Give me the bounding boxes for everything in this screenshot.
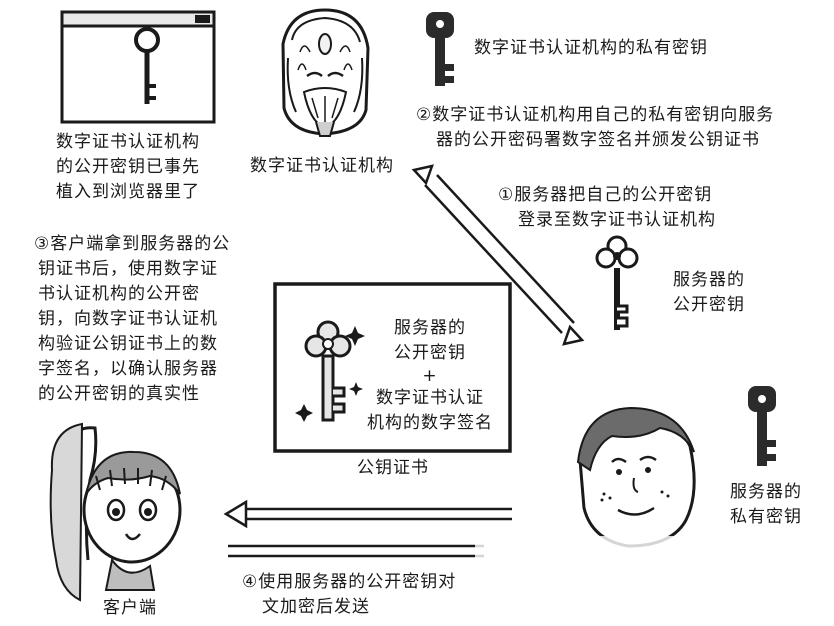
note-line: 书认证机构的公开密 [38, 284, 200, 304]
certificate-frame [273, 282, 512, 453]
client-girl-illustration [49, 422, 182, 602]
ca-private-key-label: 数字证书认证机构的私有密钥 [474, 38, 708, 58]
key-icon [748, 386, 776, 466]
note-line: 服务器的 [730, 482, 802, 502]
server-person-illustration [576, 406, 696, 548]
browser-preinstalled-note: 数字证书认证机构 的公开密钥已事先 植入到浏览器里了 [56, 130, 200, 205]
arrow-server-to-client [223, 499, 512, 529]
note-line: ①服务器把自己的公开密钥 [498, 185, 713, 205]
step3-text: ③客户端拿到服务器的公 钥证书后，使用数字证 书认证机构的公开密 钥，向数字证书… [34, 232, 230, 407]
cert-line: 服务器的 [394, 318, 466, 338]
note-line: 的公开密钥已事先 [56, 157, 200, 177]
arrow-client-to-server [228, 544, 484, 558]
note-line: 字签名，以确认服务器 [38, 359, 218, 379]
key-icon [426, 12, 454, 86]
cert-line: 公开密钥 [394, 343, 466, 363]
note-line: ③客户端拿到服务器的公 [34, 234, 231, 254]
key-icon [304, 320, 352, 422]
note-line: 公开密钥 [673, 295, 745, 315]
cert-plus: + [422, 366, 438, 386]
certificate-content: 服务器的 公开密钥 + 数字证书认证 机构的数字签名 [360, 316, 500, 436]
key-icon [595, 235, 639, 330]
note-line: 构验证公钥证书上的数 [38, 334, 218, 354]
step4-text: ④使用服务器的公开密钥对 文加密后发送 [242, 570, 456, 620]
note-line: 登录至数字证书认证机构 [518, 210, 716, 230]
sparkle-icon [295, 326, 365, 422]
note-line: 钥证书后，使用数字证 [38, 259, 218, 279]
cert-line: 数字证书认证 [376, 388, 484, 408]
step2-text: ②数字证书认证机构用自己的私有密钥向服务 器的公开密码署数字签名并颁发公钥证书 [416, 103, 774, 153]
note-line: ④使用服务器的公开密钥对 [242, 572, 457, 592]
note-line: 文加密后发送 [262, 597, 370, 617]
note-line: 的公开密钥的真实性 [38, 384, 200, 404]
cert-line: 机构的数字签名 [367, 413, 493, 433]
ca-wizard-illustration [281, 8, 370, 137]
note-line: 器的公开密码署数字签名并颁发公钥证书 [436, 130, 760, 150]
note-line: 数字证书认证机构 [56, 132, 200, 152]
faded-overlay [475, 536, 834, 626]
server-private-key-label: 服务器的 私有密钥 [716, 480, 816, 530]
browser-window-icon [60, 10, 216, 124]
server-public-key-label: 服务器的 公开密钥 [654, 268, 764, 318]
note-line: ②数字证书认证机构用自己的私有密钥向服务 [416, 105, 775, 125]
note-line: 植入到浏览器里了 [56, 182, 200, 202]
note-line: 私有密钥 [730, 507, 802, 527]
ca-label: 数字证书认证机构 [250, 156, 394, 176]
client-label: 客户端 [103, 598, 157, 618]
note-line: 服务器的 [673, 270, 745, 290]
certificate-caption: 公钥证书 [357, 458, 429, 478]
key-icon [134, 27, 160, 104]
arrow-ca-server [411, 164, 585, 346]
note-line: 钥，向数字证书认证机 [38, 309, 218, 329]
step1-text: ①服务器把自己的公开密钥 登录至数字证书认证机构 [498, 183, 716, 233]
